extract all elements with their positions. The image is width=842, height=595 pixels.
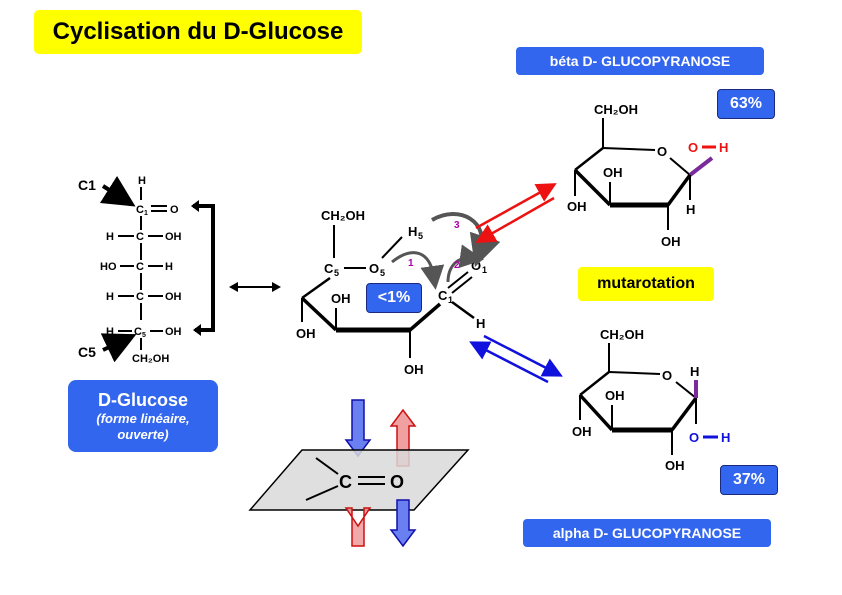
beta-glucopyranose-structure: CH₂OH O O H H OH OH OH xyxy=(567,102,728,249)
linear-ch2oh: CH₂OH xyxy=(132,353,169,365)
intermediate-h5: H xyxy=(408,224,417,239)
alpha-glucopyranose-structure: CH₂OH O H O H OH OH OH xyxy=(572,327,730,473)
alpha-percent-badge: 37% xyxy=(720,465,778,495)
linear-c1: C xyxy=(136,204,144,216)
linear-row4-c: C xyxy=(136,291,144,303)
intermediate-o1-sub: 1 xyxy=(482,265,487,275)
intermediate-h-right: H xyxy=(476,316,485,331)
intermediate-oh-left: OH xyxy=(296,326,316,341)
beta-equilibrium-arrows xyxy=(475,183,557,243)
alpha-anomeric-h: H xyxy=(721,430,730,445)
plane-carbon: C xyxy=(339,472,352,492)
c1-callout-arrow xyxy=(99,175,136,207)
linear-o-carbonyl: O xyxy=(170,204,179,216)
page-title: Cyclisation du D-Glucose xyxy=(34,10,362,54)
linear-row3-c: C xyxy=(136,261,144,273)
linear-h-top: H xyxy=(138,175,146,187)
equilibrium-arrow xyxy=(229,282,281,292)
mutarotation-label: mutarotation xyxy=(578,267,714,301)
d-glucose-subtitle-line1: (forme linéaire, xyxy=(96,410,190,426)
carbonyl-plane xyxy=(248,449,470,511)
linear-row4-left: H xyxy=(106,291,114,303)
c5-callout-label: C5 xyxy=(78,344,96,360)
alpha-oh-left: OH xyxy=(572,424,592,439)
blue-arrow-bottom xyxy=(389,499,417,548)
mechanism-arrow-2 xyxy=(446,244,484,283)
alpha-ring-o: O xyxy=(662,368,672,383)
intermediate-ch2oh: CH₂OH xyxy=(321,208,365,223)
intermediate-oh-bottom: OH xyxy=(404,362,424,377)
alpha-equilibrium-arrows xyxy=(469,334,563,384)
mechanism-arrow-3 xyxy=(431,212,501,268)
intermediate-oh-inner: OH xyxy=(331,291,351,306)
linear-c5-sub: 5 xyxy=(142,332,146,339)
c1-callout-label: C1 xyxy=(78,177,96,193)
beta-anomeric-bond xyxy=(688,156,714,177)
alpha-h-top: H xyxy=(690,364,699,379)
step-number-1: 1 xyxy=(408,258,414,269)
beta-oh-inner: OH xyxy=(603,165,623,180)
alpha-anomeric-o: O xyxy=(689,430,699,445)
intermediate-o1: O xyxy=(471,258,481,273)
mechanism-arrow-1 xyxy=(391,251,445,290)
linear-row2-right: OH xyxy=(165,231,182,243)
intermediate-c1: C xyxy=(438,288,448,303)
alpha-oh-bottom: OH xyxy=(665,458,685,473)
linear-glucose: C1 H C 1 O H C OH HO C H H C xyxy=(78,175,215,365)
linear-row2-left: H xyxy=(106,231,114,243)
beta-ch2oh: CH₂OH xyxy=(594,102,638,117)
beta-anomeric-h: H xyxy=(719,140,728,155)
intermediate-o5-sub: 5 xyxy=(380,268,385,278)
linear-row3-right: H xyxy=(165,261,173,273)
beta-h-bottom: H xyxy=(686,202,695,217)
d-glucose-title: D-Glucose xyxy=(97,389,189,410)
intermediate-c1-sub: 1 xyxy=(448,295,453,305)
beta-anomeric-o: O xyxy=(688,140,698,155)
beta-ring-o: O xyxy=(657,144,667,159)
beta-oh-bottom: OH xyxy=(661,234,681,249)
d-glucose-subtitle-line2: ouverte) xyxy=(117,426,169,442)
linear-row3-left: HO xyxy=(100,261,117,273)
intermediate-c5-sub: 5 xyxy=(334,268,339,278)
alpha-ch2oh: CH₂OH xyxy=(600,327,644,342)
linear-row2-c: C xyxy=(136,231,144,243)
step-number-2: 2 xyxy=(454,260,460,271)
intermediate-o5: O xyxy=(369,261,379,276)
linear-row5-right: OH xyxy=(165,326,182,338)
intermediate-h5-sub: 5 xyxy=(418,231,423,241)
linear-c1-sub: 1 xyxy=(144,210,148,217)
alpha-glucopyranose-label: alpha D- GLUCOPYRANOSE xyxy=(523,519,771,547)
beta-oh-left: OH xyxy=(567,199,587,214)
carbonyl-plane-diagram: C O xyxy=(248,399,470,548)
open-form-percent-badge: <1% xyxy=(366,283,422,313)
blue-arrow-top xyxy=(344,399,372,458)
c5-callout-arrow xyxy=(100,333,137,363)
alpha-oh-inner: OH xyxy=(605,388,625,403)
linear-c5: C xyxy=(134,326,142,338)
intermediate-structure: CH₂OH C 5 O 5 H 5 OH OH OH C 1 O xyxy=(296,208,501,377)
beta-glucopyranose-label: béta D- GLUCOPYRANOSE xyxy=(516,47,764,75)
red-arrow-bottom xyxy=(344,507,372,547)
linear-row5-left: H xyxy=(106,326,114,338)
d-glucose-box: D-Glucose (forme linéaire, ouverte) xyxy=(68,380,218,452)
cyclisation-bracket xyxy=(193,204,215,332)
plane-oxygen: O xyxy=(390,472,404,492)
beta-percent-badge: 63% xyxy=(717,89,775,119)
intermediate-c5: C xyxy=(324,261,334,276)
linear-row4-right: OH xyxy=(165,291,182,303)
step-number-3: 3 xyxy=(454,220,460,231)
